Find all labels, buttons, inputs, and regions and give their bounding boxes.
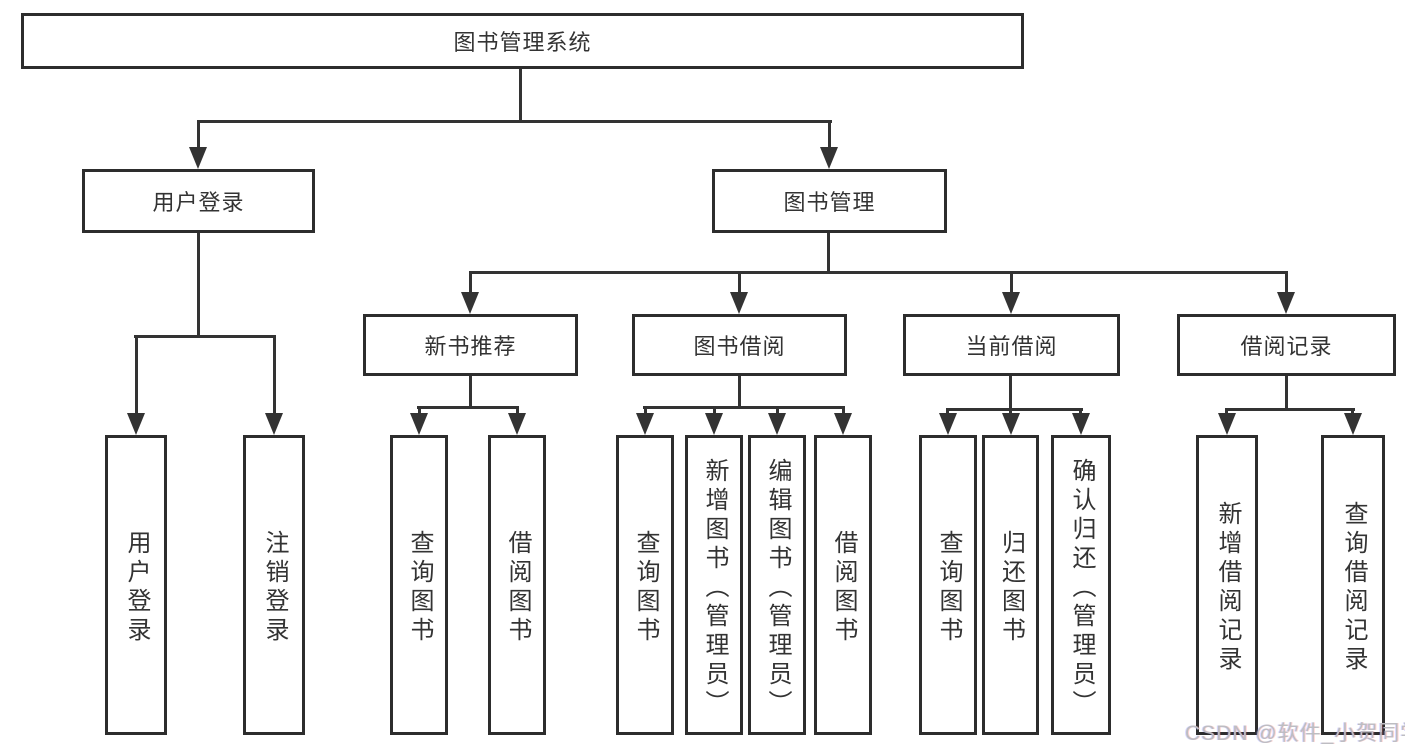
conn-borrowrecords-hbar <box>1225 408 1355 411</box>
node-borrow-records: 借阅记录 <box>1177 314 1396 376</box>
leaf-logout: 注销登录 <box>243 435 305 735</box>
conn-userlogin-hbar <box>134 335 276 338</box>
conn-newbook-drop-2 <box>516 406 519 416</box>
leaf-borrow-books-1: 借阅图书 <box>488 435 546 735</box>
arrowhead-borrow-books-2 <box>834 413 852 435</box>
conn-currentborrow-drop-2 <box>1009 408 1012 416</box>
arrowhead-return-book <box>1002 413 1020 435</box>
conn-bookmgmt-drop-4 <box>1285 271 1288 295</box>
conn-bookborrow-drop-3 <box>776 406 779 416</box>
conn-root-drop-right <box>828 120 831 150</box>
conn-currentborrow-hbar <box>946 408 1083 411</box>
arrowhead-borrow-books-1 <box>508 413 526 435</box>
arrowhead-query-books-3 <box>939 413 957 435</box>
arrowhead-confirm-return <box>1072 413 1090 435</box>
conn-currentborrow-drop-1 <box>946 408 949 416</box>
conn-userlogin-drop-2 <box>273 335 276 417</box>
conn-root-stem <box>519 69 522 123</box>
leaf-query-books-1: 查询图书 <box>390 435 448 735</box>
leaf-confirm-return-admin: 确认归还（管理员） <box>1051 435 1111 735</box>
arrowhead-user-login <box>189 147 207 169</box>
watermark: CSDN @软件_小贺同学 <box>1185 722 1405 745</box>
conn-bookmgmt-drop-2 <box>738 271 741 295</box>
arrowhead-add-book <box>705 413 723 435</box>
node-current-borrow: 当前借阅 <box>903 314 1120 376</box>
conn-root-drop-left <box>197 120 200 150</box>
conn-bookborrow-stem <box>738 376 741 409</box>
conn-bookborrow-drop-1 <box>644 406 647 416</box>
conn-borrowrecords-stem <box>1285 376 1288 411</box>
leaf-add-book-admin: 新增图书（管理员） <box>685 435 743 735</box>
conn-currentborrow-drop-3 <box>1079 408 1082 416</box>
conn-userlogin-stem <box>197 233 200 338</box>
conn-newbook-stem <box>469 376 472 409</box>
conn-currentborrow-stem <box>1009 376 1012 411</box>
leaf-edit-book-admin: 编辑图书（管理员） <box>748 435 806 735</box>
arrowhead-current-borrow <box>1002 292 1020 314</box>
arrowhead-add-borrow-record <box>1218 413 1236 435</box>
conn-root-hbar <box>197 120 832 123</box>
leaf-query-books-2: 查询图书 <box>616 435 674 735</box>
arrowhead-new-book <box>461 292 479 314</box>
arrowhead-leaf-user-login <box>127 413 145 435</box>
leaf-user-login: 用户登录 <box>105 435 167 735</box>
node-system-root: 图书管理系统 <box>21 13 1024 69</box>
arrowhead-leaf-logout <box>265 413 283 435</box>
conn-bookborrow-drop-2 <box>713 406 716 416</box>
arrowhead-query-borrow-record <box>1344 413 1362 435</box>
conn-bookmgmt-drop-3 <box>1010 271 1013 295</box>
node-user-login: 用户登录 <box>82 169 315 233</box>
conn-userlogin-drop-1 <box>135 335 138 417</box>
conn-borrowrecords-drop-2 <box>1351 408 1354 416</box>
leaf-add-borrow-record: 新增借阅记录 <box>1196 435 1258 735</box>
node-book-management: 图书管理 <box>712 169 947 233</box>
node-new-book-recommend: 新书推荐 <box>363 314 578 376</box>
leaf-borrow-books-2: 借阅图书 <box>814 435 872 735</box>
conn-bookborrow-drop-4 <box>842 406 845 416</box>
leaf-query-borrow-record: 查询借阅记录 <box>1321 435 1385 735</box>
conn-newbook-drop-1 <box>418 406 421 416</box>
conn-bookborrow-hbar <box>643 406 845 409</box>
conn-borrowrecords-drop-1 <box>1225 408 1228 416</box>
arrowhead-query-books-2 <box>636 413 654 435</box>
leaf-query-books-3: 查询图书 <box>919 435 977 735</box>
node-book-borrow: 图书借阅 <box>632 314 847 376</box>
leaf-return-book: 归还图书 <box>982 435 1039 735</box>
conn-bookmgmt-drop-1 <box>469 271 472 295</box>
arrowhead-edit-book <box>768 413 786 435</box>
conn-newbook-hbar <box>417 406 519 409</box>
arrowhead-borrow-records <box>1277 292 1295 314</box>
arrowhead-book-management <box>820 147 838 169</box>
conn-bookmgmt-hbar <box>469 271 1288 274</box>
arrowhead-query-books-1 <box>410 413 428 435</box>
arrowhead-book-borrow <box>730 292 748 314</box>
conn-bookmgmt-stem <box>827 233 830 274</box>
